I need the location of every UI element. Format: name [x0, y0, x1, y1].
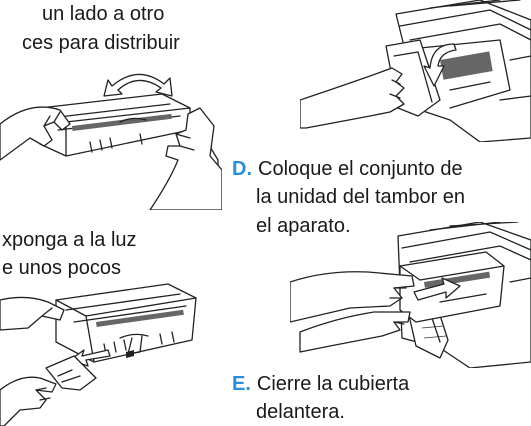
step-d-text-1: Coloque el conjunto de [258, 158, 463, 180]
step-e-line-2: delantera. [256, 401, 345, 423]
step-e-letter: E. [232, 373, 251, 395]
illustration-machine-open-cover [300, 0, 531, 142]
left-mid-text-line-1: xponga a la luz [2, 229, 137, 251]
step-e-text-1: Cierre la cubierta [256, 373, 410, 395]
step-d-line-2: la unidad del tambor en [256, 186, 466, 208]
left-top-text-line-1: un lado a otro [42, 3, 165, 25]
illustration-remove-sheet [0, 280, 222, 426]
step-d-line-3: el aparato. [256, 215, 351, 237]
step-e-line-1: E.Cierre la cubierta [232, 372, 409, 396]
left-mid-text-line-2: e unos pocos [2, 257, 121, 279]
step-d-letter: D. [232, 158, 252, 180]
illustration-rock-drum [0, 60, 222, 210]
illustration-insert-drum [290, 222, 531, 368]
step-d-line-1: D. Coloque el conjunto de [232, 157, 463, 181]
left-top-text-line-2: ces para distribuir [22, 32, 180, 54]
